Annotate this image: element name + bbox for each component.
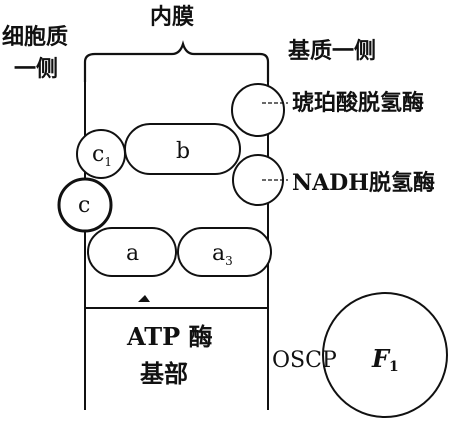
f1-sub: 1 bbox=[389, 359, 399, 375]
matrix-side-label: 基质一侧 bbox=[288, 38, 376, 64]
f1-main: F bbox=[371, 344, 391, 373]
inner-membrane-bracket bbox=[83, 40, 270, 82]
succinate-dehydrogenase-circle bbox=[231, 83, 285, 137]
atpase-label-line1: ATP 酶 bbox=[126, 322, 213, 351]
cytoplasm-side-label-line1: 细胞质 bbox=[2, 24, 68, 50]
a3-label: a3 bbox=[212, 241, 233, 268]
c1-label: c1 bbox=[92, 142, 112, 169]
f1-label: F1 bbox=[371, 344, 399, 375]
cytoplasm-side-label-line2: 一侧 bbox=[14, 56, 58, 82]
small-mark bbox=[138, 295, 150, 302]
inner-membrane-label: 内膜 bbox=[150, 4, 194, 30]
b-label: b bbox=[176, 139, 190, 164]
cytochrome-c-shape bbox=[57, 177, 113, 233]
c-label: c bbox=[78, 193, 90, 218]
nadh-dehydrogenase-label: NADH脱氢酶 bbox=[292, 170, 435, 196]
cytochrome-c1-shape bbox=[76, 129, 126, 179]
succinate-dehydrogenase-label: 琥珀酸脱氢酶 bbox=[292, 90, 424, 116]
cytochrome-a-shape bbox=[87, 227, 177, 277]
a-label: a bbox=[126, 241, 139, 266]
f1-circle bbox=[322, 292, 448, 418]
atpase-label-line2: 基部 bbox=[140, 359, 188, 388]
c1-sub: 1 bbox=[104, 155, 112, 169]
c1-main: c bbox=[92, 142, 104, 167]
oscp-label: OSCP bbox=[272, 348, 337, 373]
cytochrome-a3-shape bbox=[177, 227, 272, 277]
a3-sub: 3 bbox=[225, 254, 233, 268]
a3-main: a bbox=[212, 241, 225, 266]
